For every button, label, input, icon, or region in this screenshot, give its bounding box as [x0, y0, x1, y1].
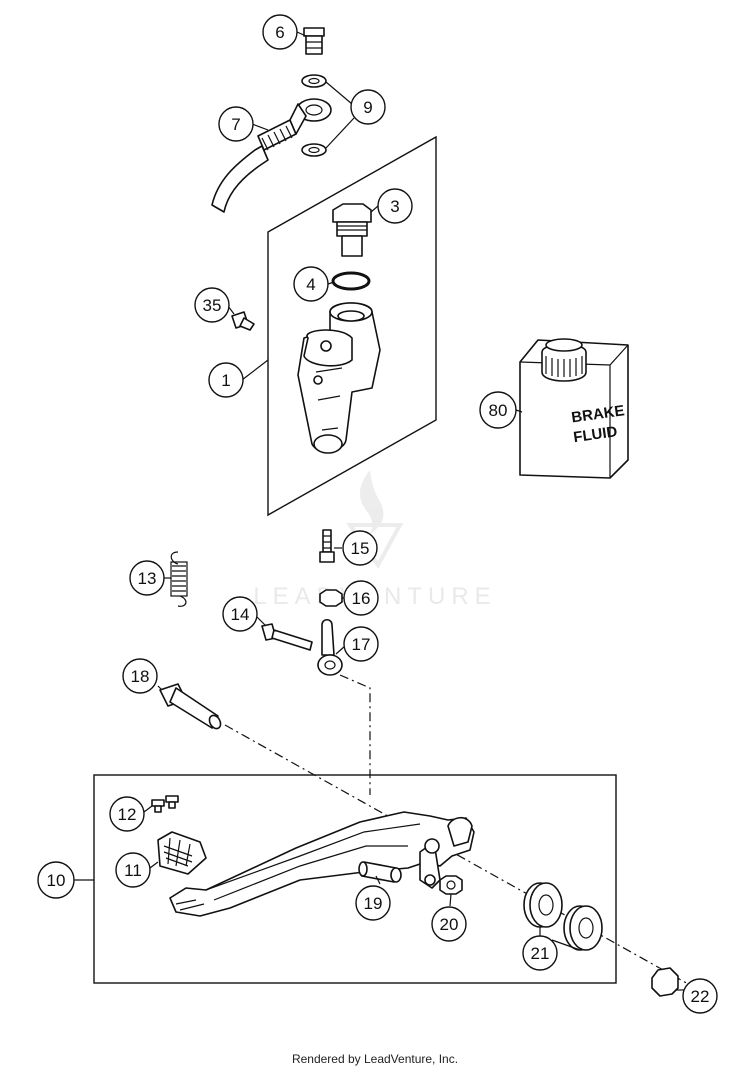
leader-4 [327, 281, 335, 285]
svg-text:35: 35 [203, 296, 222, 315]
reservoir-fitting-part [332, 203, 372, 257]
callout-21[interactable]: 21 [522, 935, 558, 971]
footer-credit: Rendered by LeadVenture, Inc. [291, 1052, 459, 1066]
svg-text:3: 3 [390, 197, 399, 216]
svg-text:17: 17 [352, 635, 371, 654]
leader-17 [335, 645, 346, 655]
pivot-bolt-part [261, 623, 313, 651]
leader-1 [241, 359, 269, 381]
screw-part [231, 311, 255, 331]
callout-16[interactable]: 16 [343, 580, 379, 616]
callout-19[interactable]: 19 [355, 885, 391, 921]
callout-11[interactable]: 11 [115, 852, 151, 888]
callout-7[interactable]: 7 [218, 106, 254, 142]
master-cylinder-part [297, 302, 381, 454]
leader-19 [375, 875, 381, 885]
svg-text:20: 20 [440, 915, 459, 934]
svg-text:13: 13 [138, 569, 157, 588]
callout-10[interactable]: 10 [37, 861, 75, 899]
can-label-line2: FLUID [572, 423, 618, 446]
washer-top-part [301, 74, 327, 88]
svg-text:10: 10 [47, 871, 66, 890]
callout-80[interactable]: 80 [479, 391, 517, 429]
push-rod-part [317, 618, 343, 676]
brake-lever-frame [93, 774, 617, 984]
callout-4[interactable]: 4 [293, 266, 329, 302]
axis-line-pushrod [339, 674, 371, 795]
bearings-part [523, 882, 603, 951]
leader-14 [255, 615, 267, 627]
leader-11 [149, 861, 159, 869]
leader-7 [251, 123, 269, 131]
svg-text:16: 16 [352, 589, 371, 608]
callout-14[interactable]: 14 [222, 596, 258, 632]
callout-22[interactable]: 22 [682, 978, 718, 1014]
master-cylinder-frame [267, 135, 437, 517]
pedal-tread-part [157, 831, 207, 875]
svg-text:9: 9 [363, 98, 372, 117]
leader-18 [157, 685, 163, 691]
callout-1[interactable]: 1 [208, 362, 244, 398]
leader-3 [370, 205, 379, 213]
callout-9[interactable]: 9 [350, 89, 386, 125]
pedal-pin-part [358, 861, 402, 883]
pivot-shaft-part [159, 683, 222, 730]
callout-18[interactable]: 18 [122, 658, 158, 694]
callout-17[interactable]: 17 [343, 626, 379, 662]
callout-15[interactable]: 15 [342, 530, 378, 566]
svg-text:14: 14 [231, 605, 250, 624]
svg-text:19: 19 [364, 894, 383, 913]
svg-text:11: 11 [124, 861, 142, 880]
lock-nut-part [319, 589, 343, 607]
leader-9a [325, 81, 353, 105]
brake-hose-part [211, 98, 332, 213]
leader-20 [449, 893, 452, 907]
brake-fluid-can-part: BRAKE FLUID [519, 338, 629, 479]
svg-text:4: 4 [306, 275, 315, 294]
callout-20[interactable]: 20 [431, 906, 467, 942]
callout-13[interactable]: 13 [129, 560, 165, 596]
svg-text:15: 15 [351, 539, 370, 558]
svg-text:6: 6 [275, 23, 284, 42]
leader-21b [551, 939, 581, 951]
svg-text:21: 21 [531, 944, 550, 963]
svg-text:22: 22 [691, 987, 710, 1006]
svg-text:1: 1 [221, 371, 230, 390]
callout-3[interactable]: 3 [377, 188, 413, 224]
return-spring-part [170, 551, 188, 607]
svg-text:18: 18 [131, 667, 150, 686]
callout-6[interactable]: 6 [262, 14, 298, 50]
o-ring-part [331, 271, 371, 291]
leader-80 [515, 409, 523, 413]
callout-35[interactable]: 35 [194, 287, 230, 323]
flange-nut-part [651, 967, 679, 997]
leader-6 [296, 31, 307, 37]
leader-9b [325, 117, 355, 149]
tread-screws-part [151, 795, 179, 813]
svg-text:80: 80 [489, 401, 508, 420]
callout-12[interactable]: 12 [109, 796, 145, 832]
washer-bottom-part [301, 143, 327, 157]
brake-pedal-part [169, 811, 475, 917]
adjuster-bolt-part [319, 529, 335, 563]
bushing-part [439, 875, 463, 895]
leader-12 [143, 805, 153, 813]
svg-text:7: 7 [231, 115, 240, 134]
svg-text:12: 12 [118, 805, 137, 824]
banjo-bolt-part [303, 27, 325, 55]
